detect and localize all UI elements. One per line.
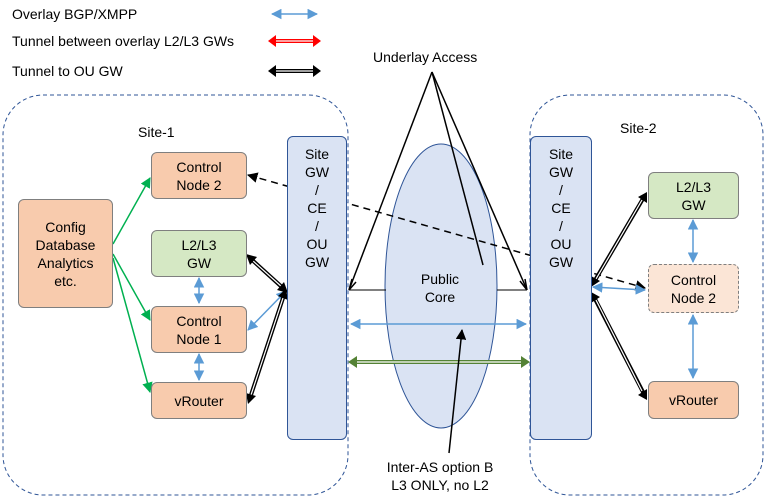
legend-overlay-label: Overlay BGP/XMPP	[12, 6, 138, 22]
site1-vrouter: vRouter	[151, 382, 247, 419]
site1-site-gw: Site GW / CE / OU GW	[287, 136, 347, 440]
config-database-box: Config Database Analytics etc.	[18, 199, 113, 308]
site1-control-node-1: Control Node 1	[151, 306, 247, 353]
site2-vrouter: vRouter	[648, 381, 739, 419]
underlay-access-label: Underlay Access	[373, 49, 478, 65]
site2-title: Site-2	[620, 120, 657, 136]
site1-control-node-2: Control Node 2	[151, 152, 247, 199]
inter-as-pointer	[448, 328, 467, 454]
site2-control-node-2: Control Node 2	[648, 264, 739, 313]
legend-tunnel-overlay-gw-label: Tunnel between overlay L2/L3 GWs	[12, 33, 235, 49]
site2-sitegw-cn2-overlay	[591, 282, 647, 295]
site2-gw-tunnel	[591, 192, 647, 287]
legend-tunnel-ou-gw-label: Tunnel to OU GW	[12, 63, 123, 79]
control-node-dashed-link	[246, 172, 647, 291]
site2-site-gw: Site GW / CE / OU GW	[530, 136, 592, 440]
site1-vrouter-tunnel	[246, 289, 288, 404]
config-links	[112, 177, 153, 394]
public-core-label: Public Core	[420, 271, 460, 305]
site2-vrouter-tunnel	[591, 292, 647, 400]
inter-as-tunnel	[348, 356, 530, 368]
inter-as-label: Inter-AS option B L3 ONLY, no L2	[386, 459, 494, 493]
legend-tunnel-red-line	[268, 35, 321, 47]
legend-tunnel-black-line	[268, 65, 321, 77]
site1-cn1-sitegw-overlay	[247, 290, 287, 331]
site1-region	[2, 94, 349, 496]
site1-gw-tunnel	[246, 254, 288, 293]
site1-l2l3-gw: L2/L3 GW	[151, 230, 247, 277]
site2-l2l3-gw: L2/L3 GW	[648, 172, 739, 219]
site1-title: Site-1	[138, 124, 175, 140]
